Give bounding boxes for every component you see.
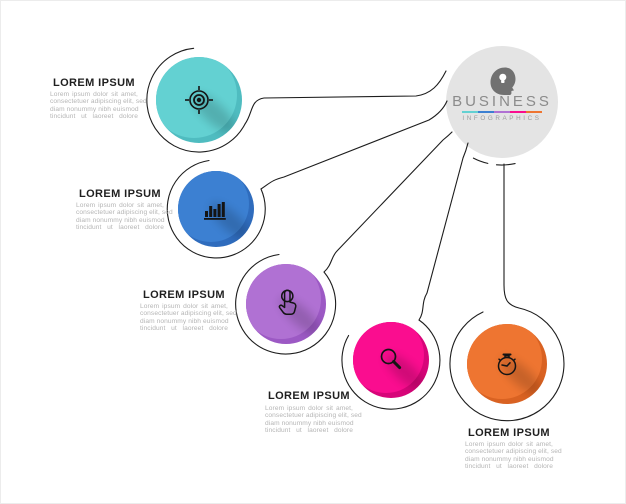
node-circle-5 [467,324,547,404]
item-5-body: Lorem ipsum dolor sit amet, consectetuer… [465,441,562,471]
connector-line-3 [235,131,453,355]
connector-line-5 [449,163,565,422]
hub-gradient-bar [462,111,542,113]
item-4-body: Lorem ipsum dolor sit amet, consectetuer… [265,405,362,435]
connector-line-1 [146,47,447,153]
item-1-body: Lorem ipsum dolor sit amet, consectetuer… [50,91,147,121]
item-3-heading: LOREM IPSUM [142,289,225,301]
node-circle-1 [156,57,242,143]
node-circle-4 [353,322,429,398]
hub-arc-fragment-1 [495,163,516,166]
gradient-segment-5 [526,111,542,113]
magnifier-icon [380,348,402,370]
bar-chart-icon [204,202,226,220]
stopwatch-icon [497,353,517,376]
head-lightbulb-icon [490,67,516,95]
connector-line-4 [341,142,469,410]
item-2-body: Lorem ipsum dolor sit amet, consectetuer… [76,202,173,232]
icon-shadow [279,297,321,335]
item-4-heading: LOREM IPSUM [267,390,350,402]
gradient-segment-3 [494,111,510,113]
hub-arc-fragment-2 [472,157,489,164]
tap-click-icon [278,289,297,315]
hub-circle [446,46,558,158]
gradient-segment-1 [462,111,478,113]
target-icon [185,86,213,114]
gradient-segment-2 [478,111,494,113]
gradient-segment-4 [510,111,526,113]
item-5-heading: LOREM IPSUM [467,427,550,439]
hub-title: BUSINESS [452,93,552,110]
item-2-heading: LOREM IPSUM [78,188,161,200]
hub-subtitle: INFOGRAPHICS [462,115,542,122]
item-3-body: Lorem ipsum dolor sit amet, consectetuer… [140,303,237,333]
icon-shadow [500,357,542,395]
node-circle-3 [246,264,326,344]
item-1-heading: LOREM IPSUM [52,77,135,89]
connector-line-2 [166,100,448,259]
node-circle-2 [178,171,254,247]
